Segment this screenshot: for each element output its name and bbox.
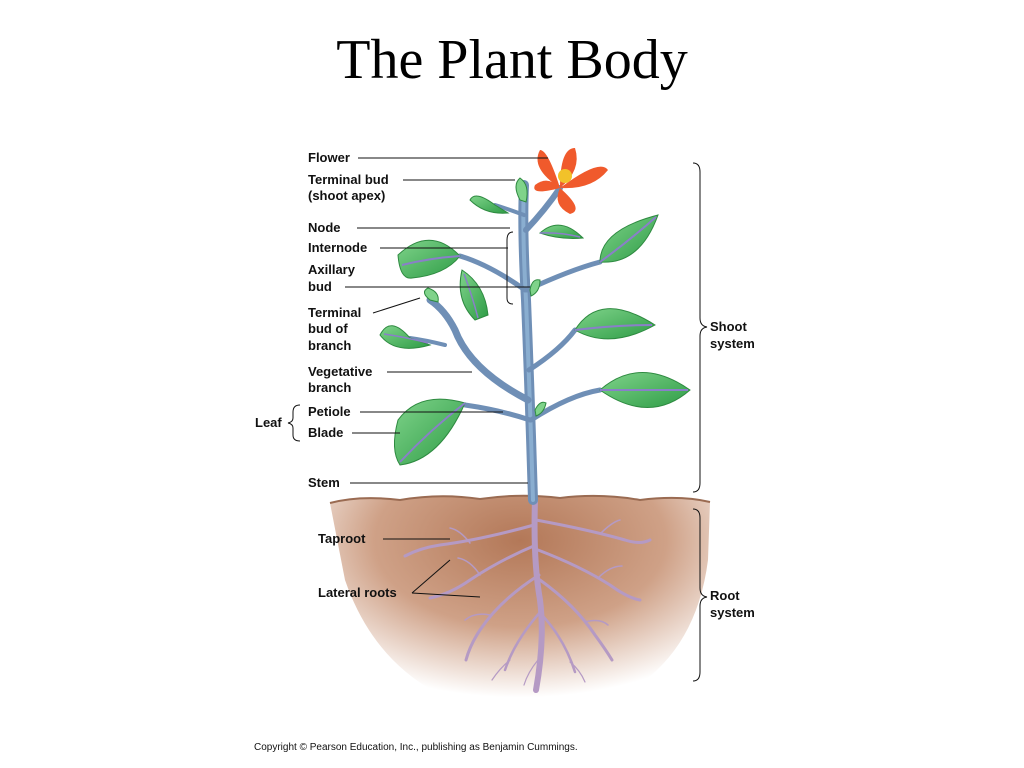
terminal-bud-of-branch xyxy=(424,287,439,303)
label-vegetative-branch: Vegetative xyxy=(308,364,372,379)
leaf xyxy=(397,239,461,279)
leaf xyxy=(469,195,510,214)
label-leaf: Leaf xyxy=(255,415,282,430)
soil xyxy=(329,494,711,720)
lateral-root xyxy=(503,608,544,672)
leader-lines xyxy=(287,157,708,682)
label-axillary-bud: Axillary xyxy=(308,262,356,277)
leaf xyxy=(599,372,691,408)
leaves xyxy=(379,177,691,466)
branch-left-upper xyxy=(457,253,528,293)
stem-drawing xyxy=(408,180,603,505)
label-terminal-bud-of-branch: Terminal xyxy=(308,305,361,320)
root-system-drawing xyxy=(403,497,652,693)
diagram-labels: Flower Terminal bud (shoot apex) Node In… xyxy=(255,150,755,620)
label-internode: Internode xyxy=(308,240,367,255)
leaf xyxy=(539,224,585,239)
label-stem: Stem xyxy=(308,475,340,490)
label-node: Node xyxy=(308,220,341,235)
leaf xyxy=(599,214,659,263)
lateral-root xyxy=(464,573,541,662)
label-blade: Blade xyxy=(308,425,343,440)
lateral-root xyxy=(540,613,577,674)
axillary-bud xyxy=(529,279,541,297)
vegetative-branch xyxy=(426,296,532,404)
branch-right-mid xyxy=(526,327,578,373)
label-shoot-system: Shoot xyxy=(710,319,747,334)
lateral-root xyxy=(403,523,536,558)
lateral-root xyxy=(536,548,642,602)
leaf xyxy=(379,325,432,349)
axillary-bud xyxy=(534,401,547,417)
lateral-root xyxy=(534,518,652,544)
label-root-system: system xyxy=(710,605,755,620)
label-shoot-system: system xyxy=(710,336,755,351)
branch-left-mid xyxy=(408,336,447,347)
label-lateral-roots: Lateral roots xyxy=(318,585,397,600)
flower-drawing xyxy=(534,148,608,214)
label-terminal-bud: (shoot apex) xyxy=(308,188,385,203)
label-terminal-bud-of-branch: bud of xyxy=(308,321,348,336)
copyright-notice: Copyright © Pearson Education, Inc., pub… xyxy=(254,742,578,753)
label-root-system: Root xyxy=(710,588,740,603)
label-terminal-bud: Terminal bud xyxy=(308,172,389,187)
taproot xyxy=(531,497,545,693)
flower-stalk xyxy=(523,185,563,233)
label-flower: Flower xyxy=(308,150,350,165)
leaf xyxy=(394,398,466,466)
terminal-bud xyxy=(515,177,528,203)
petiole-left-low xyxy=(462,402,533,423)
label-axillary-bud: bud xyxy=(308,279,332,294)
label-taproot: Taproot xyxy=(318,531,366,546)
label-vegetative-branch: branch xyxy=(308,380,351,395)
leaf xyxy=(574,308,656,340)
label-terminal-bud-of-branch: branch xyxy=(308,338,351,353)
leaf xyxy=(459,269,489,321)
lateral-root xyxy=(538,578,614,662)
slide-title: The Plant Body xyxy=(336,29,688,91)
label-petiole: Petiole xyxy=(308,404,351,419)
